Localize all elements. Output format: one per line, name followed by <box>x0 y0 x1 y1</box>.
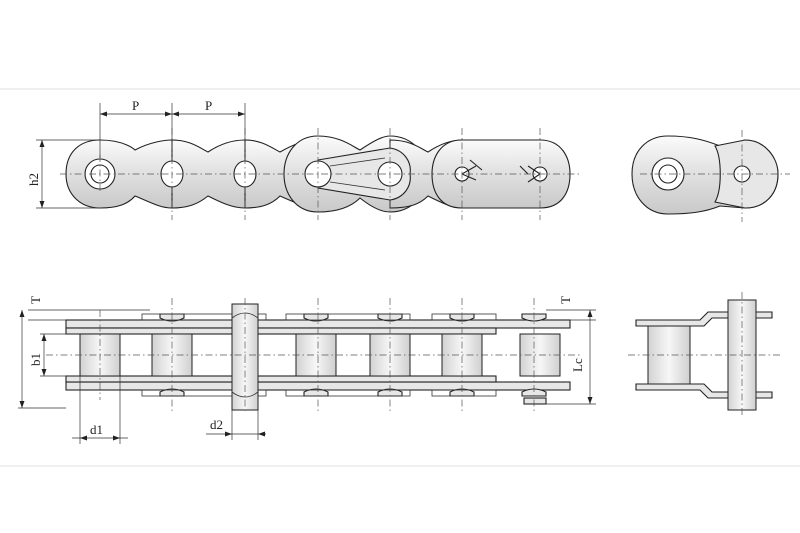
T-label-left: T <box>28 296 43 304</box>
Lc-label: Lc <box>570 358 585 372</box>
d2-label: d2 <box>210 417 223 432</box>
T-dimension-left: T <box>28 296 150 321</box>
chain-end-view-top <box>631 130 790 222</box>
d1-dimension: d1 <box>72 376 128 444</box>
T-label-right: T <box>558 296 573 304</box>
spring-clip-slot <box>329 157 386 191</box>
pitch-label-2: P <box>205 98 212 113</box>
d1-label: d1 <box>90 422 103 437</box>
b1-label: b1 <box>28 353 43 366</box>
end-roller <box>647 325 691 385</box>
plan-pin-center-lines <box>99 298 535 412</box>
chain-plan-view: T b1 d1 d2 <box>18 296 596 444</box>
h2-label: h2 <box>26 173 41 186</box>
outer-width-dimension <box>18 310 66 409</box>
cotter-pin-1 <box>461 159 483 181</box>
plan-inner-plate-top <box>65 327 497 335</box>
pitch-label-1: P <box>132 98 139 113</box>
pitch-dimension: P P <box>99 98 246 158</box>
plan-pins <box>159 313 547 397</box>
b1-dimension: b1 <box>28 333 80 377</box>
chain-side-view: P P h2 <box>26 98 580 220</box>
clip-pin-right <box>523 397 547 405</box>
h2-dimension: h2 <box>26 139 100 209</box>
d2-dimension: d2 <box>206 410 266 440</box>
T-dimension-right: T <box>546 296 596 321</box>
Lc-dimension: Lc <box>546 310 596 405</box>
cotter-pin-2 <box>519 165 541 183</box>
chain-end-view-bottom <box>628 292 780 418</box>
roller-3 <box>295 333 337 377</box>
plan-inner-plate-bottom <box>65 375 497 383</box>
